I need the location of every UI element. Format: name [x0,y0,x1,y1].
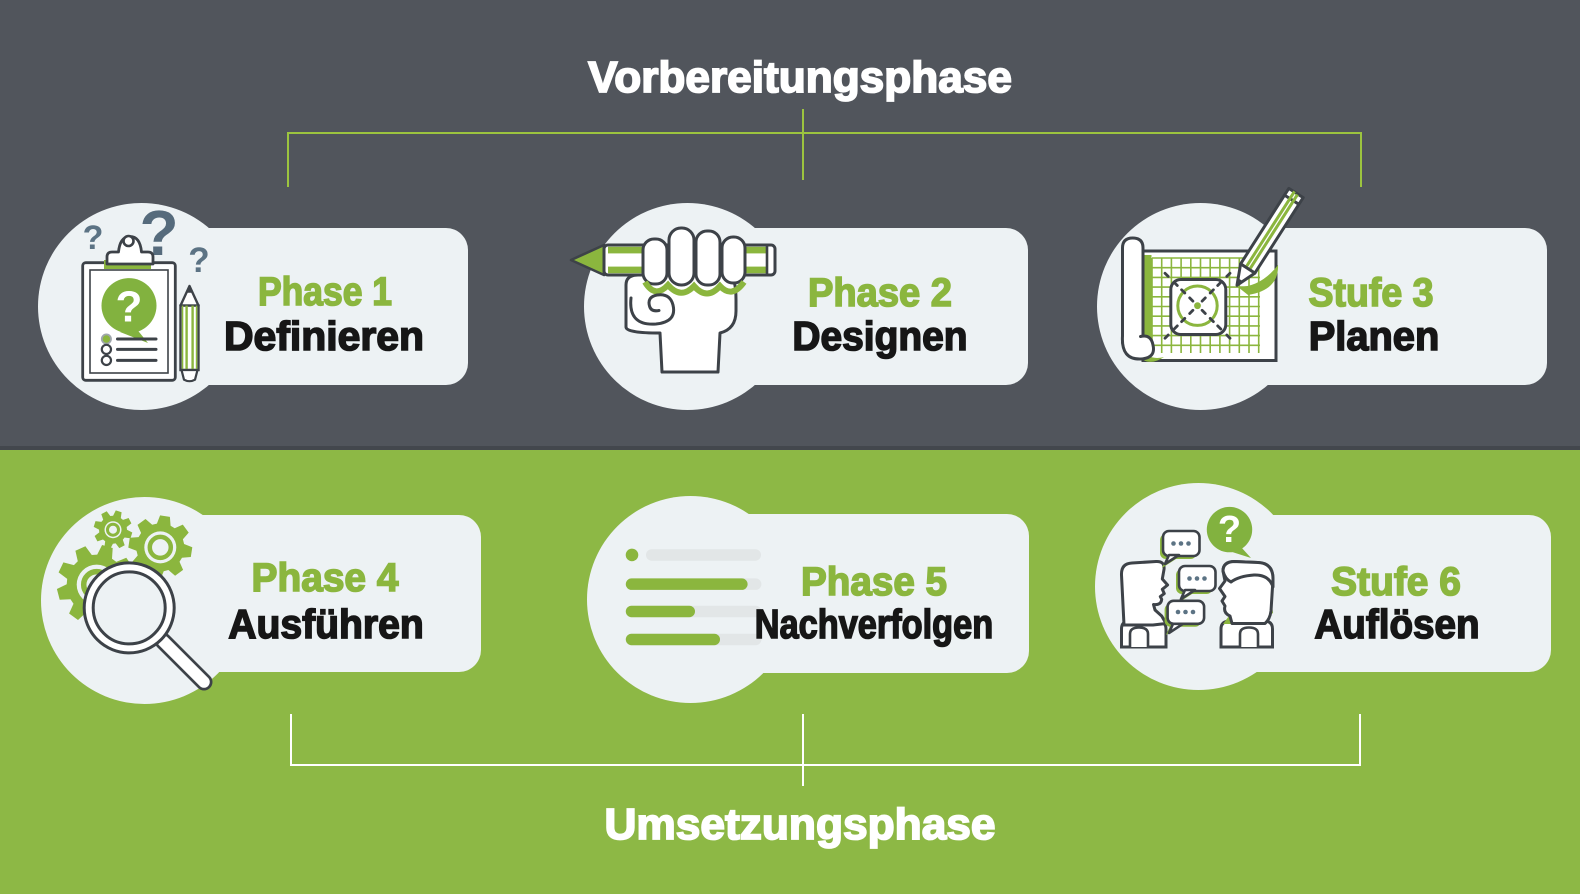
svg-text:?: ? [83,219,104,257]
svg-text:?: ? [188,241,209,280]
svg-text:?: ? [1218,509,1241,551]
svg-text:?: ? [116,283,143,332]
